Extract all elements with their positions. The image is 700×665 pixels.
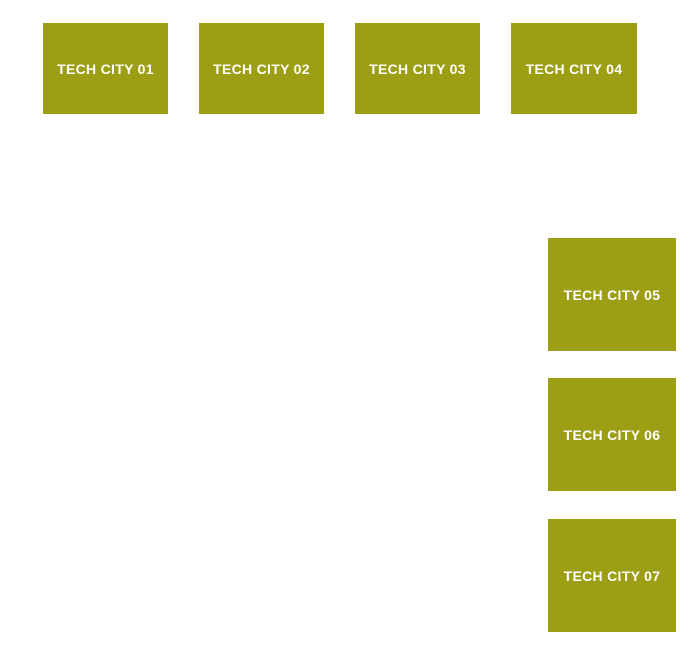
tech-city-06-tile[interactable]: TECH CITY 06 (548, 378, 676, 491)
tile-label: TECH CITY 05 (563, 286, 661, 303)
tile-label: TECH CITY 04 (525, 60, 623, 77)
tech-city-07-tile[interactable]: TECH CITY 07 (548, 519, 676, 632)
tile-label: TECH CITY 01 (57, 60, 154, 77)
tile-label: TECH CITY 07 (563, 567, 661, 584)
tech-city-05-tile[interactable]: TECH CITY 05 (548, 238, 676, 351)
tech-city-02-tile[interactable]: TECH CITY 02 (199, 23, 324, 114)
tech-city-01-tile[interactable]: TECH CITY 01 (43, 23, 168, 114)
tile-label: TECH CITY 06 (563, 426, 661, 443)
tile-label: TECH CITY 03 (369, 60, 466, 77)
tile-label: TECH CITY 02 (213, 60, 310, 77)
tech-city-03-tile[interactable]: TECH CITY 03 (355, 23, 480, 114)
tech-city-04-tile[interactable]: TECH CITY 04 (511, 23, 637, 114)
